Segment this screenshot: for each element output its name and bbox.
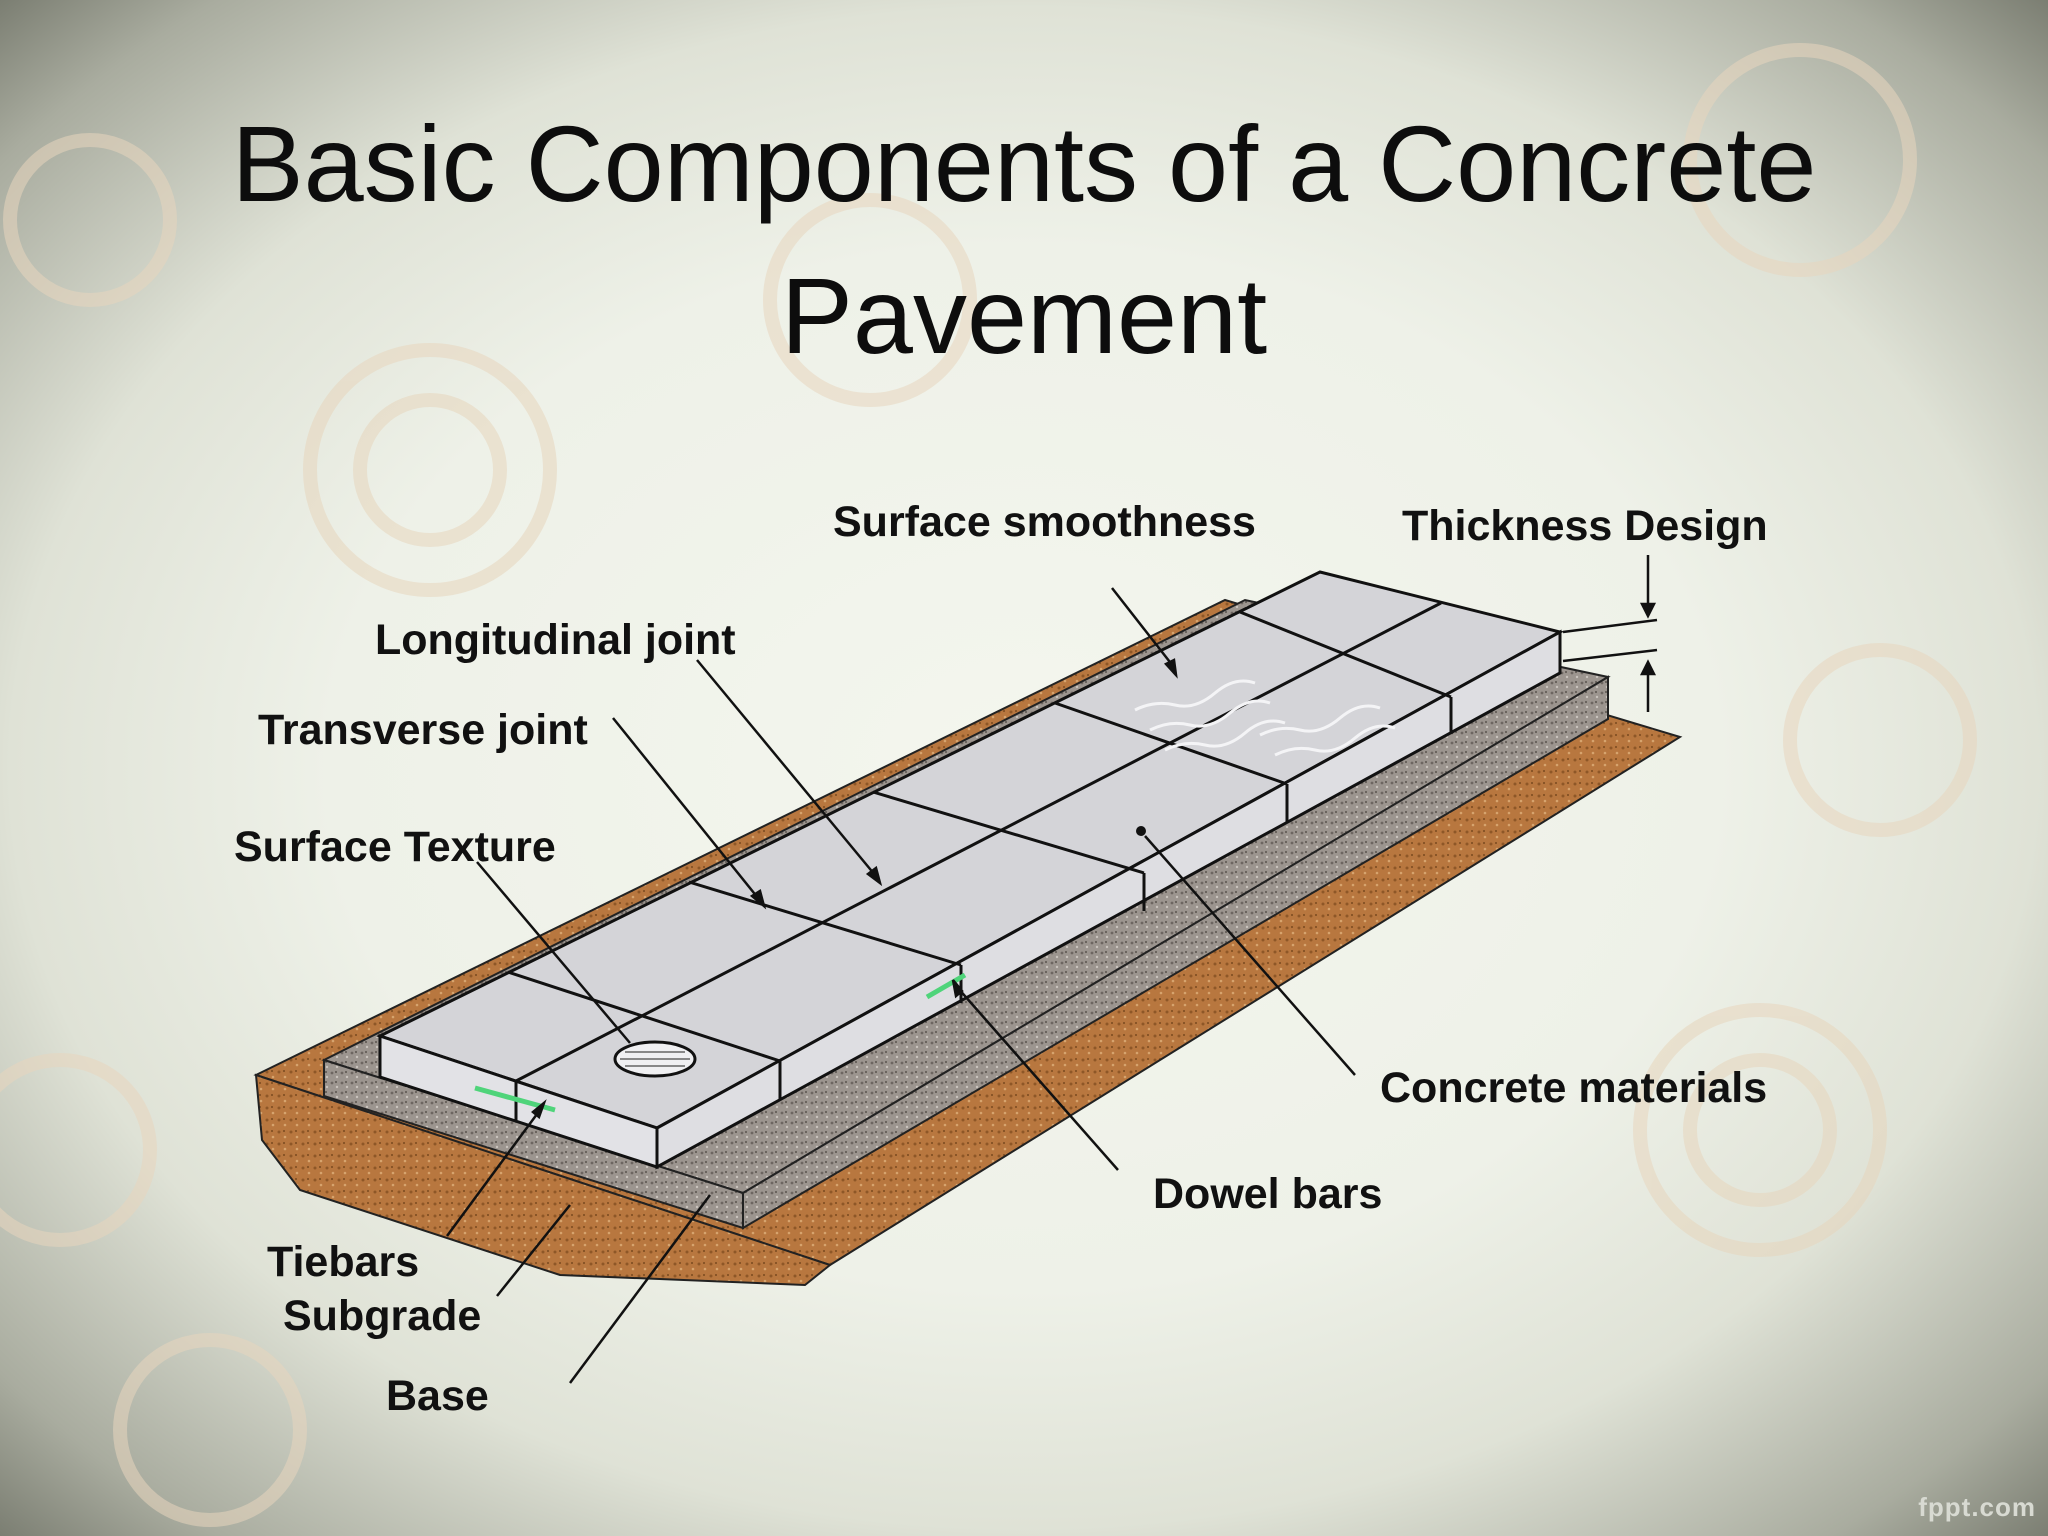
label-dowel-bars: Dowel bars (1153, 1170, 1383, 1218)
watermark-text: fppt.com (1918, 1492, 2036, 1522)
dowel-bar-mark (925, 972, 967, 1000)
label-base: Base (386, 1372, 489, 1420)
label-transverse-joint: Transverse joint (258, 706, 588, 754)
label-thickness-design: Thickness Design (1402, 502, 1768, 550)
label-longitudinal-joint: Longitudinal joint (375, 616, 736, 664)
label-subgrade: Subgrade (283, 1292, 482, 1340)
title-line-2: Pavement (780, 255, 1268, 376)
title-line-1: Basic Components of a Concrete (231, 103, 1817, 224)
label-surface-texture: Surface Texture (234, 823, 556, 871)
smoothness-wave-lines (1134, 679, 1396, 757)
thickness-indicator (1562, 555, 1658, 712)
label-concrete-materials: Concrete materials (1380, 1064, 1768, 1112)
concrete-slab (376, 570, 1565, 1170)
label-tiebars: Tiebars (267, 1238, 420, 1286)
slide-title: Basic Components of a Concrete Pavement (120, 88, 1928, 392)
label-surface-smoothness: Surface smoothness (833, 498, 1256, 546)
leader-lines (445, 587, 1356, 1384)
